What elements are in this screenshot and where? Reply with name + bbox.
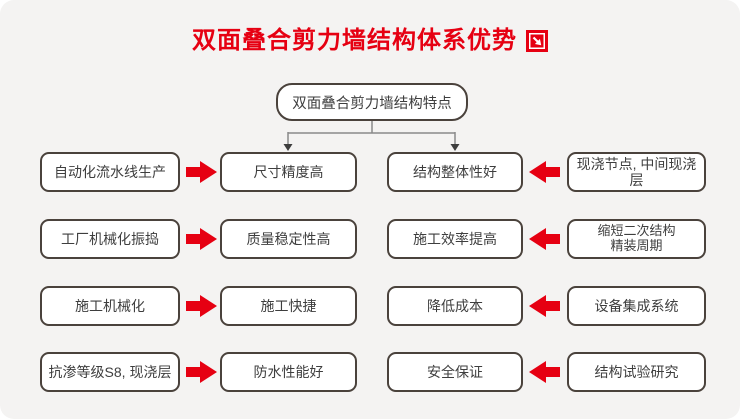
benefit-node: 尺寸精度高: [220, 152, 357, 192]
page-title: 双面叠合剪力墙结构体系优势: [0, 24, 740, 58]
flow-arrow-right-icon: [186, 228, 217, 250]
benefit-node: 结构整体性好: [387, 152, 523, 192]
diagram-row: 工厂机械化振捣 质量稳定性高 施工效率提高 缩短二次结构 精装周期: [0, 219, 740, 259]
source-node: 结构试验研究: [567, 352, 706, 392]
benefit-node: 降低成本: [387, 286, 523, 326]
benefit-node: 质量稳定性高: [220, 219, 357, 259]
source-node: 设备集成系统: [567, 286, 706, 326]
benefit-node: 施工效率提高: [387, 219, 523, 259]
branch-arrowhead-right-icon: [450, 144, 460, 151]
diagram-row: 施工机械化 施工快捷 降低成本 设备集成系统: [0, 286, 740, 326]
source-node: 施工机械化: [40, 286, 180, 326]
page-title-text: 双面叠合剪力墙结构体系优势: [192, 27, 517, 54]
flow-arrow-left-icon: [529, 161, 560, 183]
source-node: 自动化流水线生产: [40, 152, 180, 192]
source-node: 现浇节点, 中间现浇层: [567, 152, 706, 192]
flow-arrow-left-icon: [529, 295, 560, 317]
flow-arrow-left-icon: [529, 228, 560, 250]
benefit-node: 防水性能好: [220, 352, 357, 392]
source-node: 工厂机械化振捣: [40, 219, 180, 259]
benefit-node: 施工快捷: [220, 286, 357, 326]
diagram-row: 抗渗等级S8, 现浇层 防水性能好 安全保证 结构试验研究: [0, 352, 740, 392]
diagram-row: 自动化流水线生产 尺寸精度高 结构整体性好 现浇节点, 中间现浇层: [0, 152, 740, 192]
source-node: 抗渗等级S8, 现浇层: [40, 352, 180, 392]
flow-arrow-right-icon: [186, 161, 217, 183]
flow-arrow-right-icon: [186, 361, 217, 383]
source-node: 缩短二次结构 精装周期: [567, 219, 706, 259]
flow-arrow-right-icon: [186, 295, 217, 317]
benefit-node: 安全保证: [387, 352, 523, 392]
root-node: 双面叠合剪力墙结构特点: [276, 83, 468, 121]
branch-arrowhead-left-icon: [283, 144, 293, 151]
arrow-down-right-icon: [526, 30, 548, 52]
flow-arrow-left-icon: [529, 361, 560, 383]
